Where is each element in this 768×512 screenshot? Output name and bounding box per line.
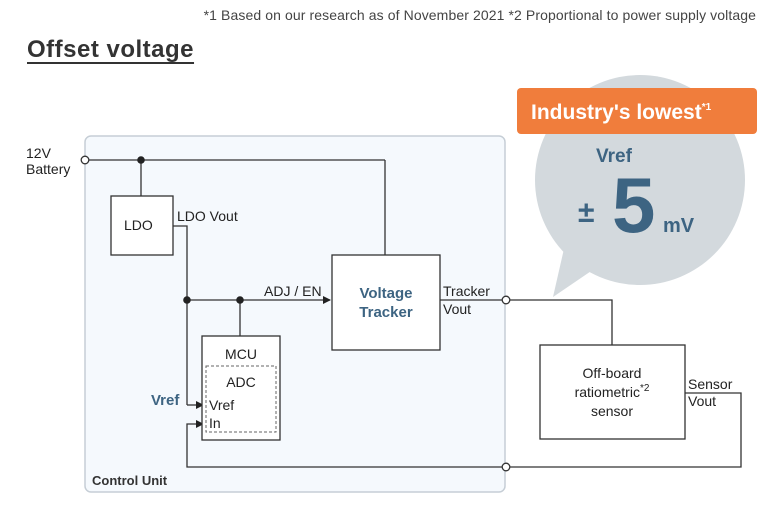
- control-unit-panel: [84, 135, 506, 493]
- battery-label-line2: Battery: [26, 161, 70, 177]
- callout-unit: mV: [663, 215, 695, 237]
- adj-en-label: ADJ / EN: [264, 283, 322, 299]
- sensor-block: [539, 344, 686, 440]
- callout-value: 5: [612, 161, 655, 249]
- vref-label: Vref: [151, 392, 180, 409]
- tracker-vout-line2: Vout: [443, 301, 471, 317]
- sensor-label-line2: ratiometric*2: [575, 383, 650, 400]
- callout-vref: Vref: [596, 146, 633, 167]
- ldo-block: [110, 195, 174, 256]
- ldo-label: LDO: [124, 217, 153, 233]
- adc-vref-label: Vref: [209, 397, 234, 413]
- battery-label-line1: 12V: [26, 145, 52, 161]
- page-title: Offset voltage: [27, 36, 195, 63]
- sensor-vout-line1: Sensor: [688, 376, 733, 392]
- mcu-label: MCU: [225, 346, 257, 362]
- junction-dots: [137, 156, 244, 304]
- sensor-label-line3: sensor: [591, 403, 633, 419]
- adc-block: [205, 365, 277, 433]
- connector-circles: [80, 155, 511, 472]
- footnote: *1 Based on our research as of November …: [203, 7, 756, 23]
- wires: [89, 159, 742, 468]
- adc-in-label: In: [209, 415, 221, 431]
- sensor-vout-line2: Vout: [688, 393, 716, 409]
- control-unit-label: Control Unit: [92, 473, 168, 488]
- tracker-vout-line1: Tracker: [443, 283, 490, 299]
- callout-plus-minus: ±: [578, 196, 594, 229]
- tracker-label-line1: Voltage: [359, 285, 412, 302]
- voltage-tracker-block: [331, 254, 441, 351]
- industry-lowest-badge: [517, 88, 757, 134]
- sensor-label-line1: Off-board: [583, 365, 642, 381]
- mcu-block: [201, 335, 281, 441]
- adc-label: ADC: [226, 374, 256, 390]
- ldo-vout-label: LDO Vout: [177, 208, 238, 224]
- badge-text: Industry's lowest*1: [531, 101, 712, 124]
- tracker-label-line2: Tracker: [359, 304, 413, 321]
